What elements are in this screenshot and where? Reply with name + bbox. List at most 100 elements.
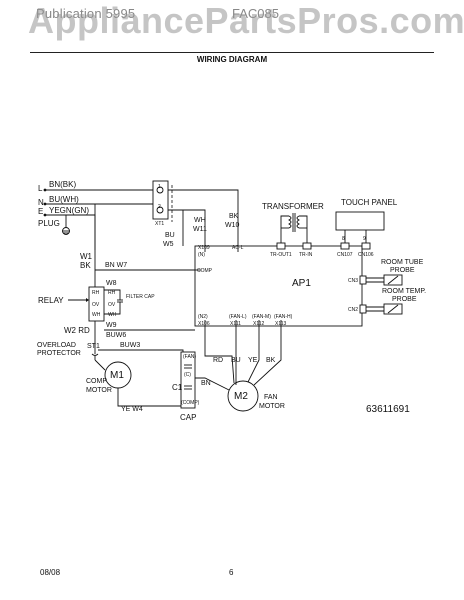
tr-in-connector <box>302 242 312 250</box>
comp-motor-label-1: COMP <box>86 378 107 385</box>
bu-wire-label: BU <box>165 232 175 239</box>
x109-label: X109 <box>198 245 210 251</box>
compressor-motor: M1 COMP MOTOR YE W4 <box>86 359 183 413</box>
relay-assembly: W1 BK BN W7 W8 RH OV WH RH OV WH FILTER … <box>38 250 195 350</box>
yew4-wire <box>117 388 183 407</box>
transformer: TRANSFORMER <box>262 202 324 243</box>
terminal-block: 1 2 XT1 <box>152 180 173 227</box>
overload-label-1: OVERLOAD <box>37 342 76 349</box>
pin-9-label: 9 <box>363 236 366 242</box>
x106-label: X106 <box>198 321 210 327</box>
buw3-label: BUW3 <box>120 342 140 349</box>
yew4-label: YE W4 <box>121 406 143 413</box>
w5-wire-label: W5 <box>163 241 174 248</box>
relay-rh-label: RH <box>92 290 100 296</box>
cap-fan-label: (FAN) <box>183 354 196 360</box>
neutral-wire-label: BU(WH) <box>49 195 79 204</box>
comp-label: COMP <box>197 268 213 274</box>
w10-wire-label: W10 <box>225 222 240 229</box>
neutral-node <box>43 202 47 206</box>
buw6-label: BUW6 <box>106 332 126 339</box>
room-temp-label-2: PROBE <box>392 296 417 303</box>
w2rd-label: W2 RD <box>64 326 90 335</box>
line-label: L <box>38 184 43 193</box>
room-tube-probe: ROOM TUBE PROBE <box>366 259 424 286</box>
fan-bk-label: BK <box>266 357 276 364</box>
cn106-label: CN106 <box>358 252 374 258</box>
st1-label: ST1 <box>87 343 100 350</box>
line-to-board-wire <box>168 189 239 246</box>
model-text: FAC085 <box>232 6 279 21</box>
relay-box <box>88 286 105 322</box>
board-label: AP1 <box>292 278 311 289</box>
fan-motor-label-2: MOTOR <box>259 403 285 410</box>
relay-ov-label: OV <box>92 302 100 308</box>
fan-h-label: (FAN-H) <box>274 314 293 320</box>
tr-in-label: TR-IN <box>299 252 313 258</box>
cap-label: CAP <box>180 413 196 422</box>
m2-symbol: M2 <box>234 391 248 402</box>
fan-l-label: (FAN-L) <box>229 314 247 320</box>
n2-label: (N2) <box>198 314 208 320</box>
bn-label: BN <box>201 380 211 387</box>
cap-comp-label: (COMP) <box>181 400 200 406</box>
overload-protector: OVERLOAD PROTECTOR ST1 BUW3 <box>37 342 184 360</box>
cn2-connector <box>359 304 367 314</box>
wh-w11-wire <box>168 209 206 246</box>
tr-out1-label: TR-OUT1 <box>270 252 292 258</box>
w9-label: W9 <box>106 322 117 329</box>
brand-text: Publication 5995 <box>36 6 136 21</box>
room-tube-label-2: PROBE <box>390 267 415 274</box>
w1-label: W1 <box>80 252 93 261</box>
touch-panel-box <box>335 211 385 231</box>
neutral-label: N <box>38 198 44 207</box>
center-wires: BK W10 WH W11 BU W5 <box>94 189 240 250</box>
power-supply: L N E BN(BK) BU(WH) YEGN(GN) PLUG <box>38 180 153 250</box>
bnw7-label: BN W7 <box>105 262 127 269</box>
m2-circle <box>227 380 259 412</box>
c1-label: C1 <box>172 383 183 392</box>
bk-wire-label: BK <box>229 213 239 220</box>
page-number: 6 <box>229 568 234 577</box>
line-node <box>43 188 47 192</box>
page-title: WIRING DIAGRAM <box>196 55 268 64</box>
bk-label: BK <box>80 261 91 270</box>
overload-label-2: PROTECTOR <box>37 350 81 357</box>
touch-panel: TOUCH PANEL 8 9 <box>335 198 398 243</box>
fan-m-label: (FAN-M) <box>252 314 271 320</box>
relay-rh2-label: RH <box>108 290 116 296</box>
room-temp-probe: ROOM TEMP. PROBE <box>366 288 426 315</box>
room-temp-label-1: ROOM TEMP. <box>382 288 426 295</box>
cn3-label: CN3 <box>348 278 358 284</box>
cn3-connector <box>359 275 367 285</box>
ground-symbol <box>62 215 70 235</box>
fan-motor: M2 FAN MOTOR RD BU YE BK BN <box>195 330 285 412</box>
w11-wire-label: W11 <box>193 226 207 233</box>
relay-ov2-label: OV <box>108 302 116 308</box>
terminal-block-label: XT1 <box>155 221 164 227</box>
cn2-label: CN2 <box>348 307 358 313</box>
m1-symbol: M1 <box>110 370 124 381</box>
ground-label: E <box>38 207 43 216</box>
m1-feed-wire <box>94 359 106 371</box>
comp-motor-label-2: MOTOR <box>86 387 112 394</box>
fan-bu-label: BU <box>231 357 241 364</box>
filter-cap-label: FILTER CAP <box>126 294 155 300</box>
buw3-wire <box>98 349 184 356</box>
watermark: AppliancePartsPros.com <box>28 0 464 41</box>
control-board: AP1 X109 (N) AC-L COMP (N2) X106 (FAN-L)… <box>194 242 374 330</box>
cn106-connector <box>361 242 371 250</box>
transformer-label: TRANSFORMER <box>262 202 324 211</box>
wh-wire-label: WH <box>194 217 206 224</box>
capacitor-box <box>180 351 196 409</box>
relay-label: RELAY <box>38 296 64 305</box>
capacitor: (FAN) (C) (COMP) C1 CAP <box>172 351 200 422</box>
pin-8-label: 8 <box>342 236 345 242</box>
rd-label: RD <box>213 357 223 364</box>
terminal-2-label: 2 <box>158 204 161 210</box>
relay-wh2-label: WH <box>108 312 117 318</box>
tr-out1-connector <box>276 242 286 250</box>
header-rule <box>30 52 434 53</box>
w8-label: W8 <box>106 280 117 287</box>
ye-label: YE <box>248 357 258 364</box>
